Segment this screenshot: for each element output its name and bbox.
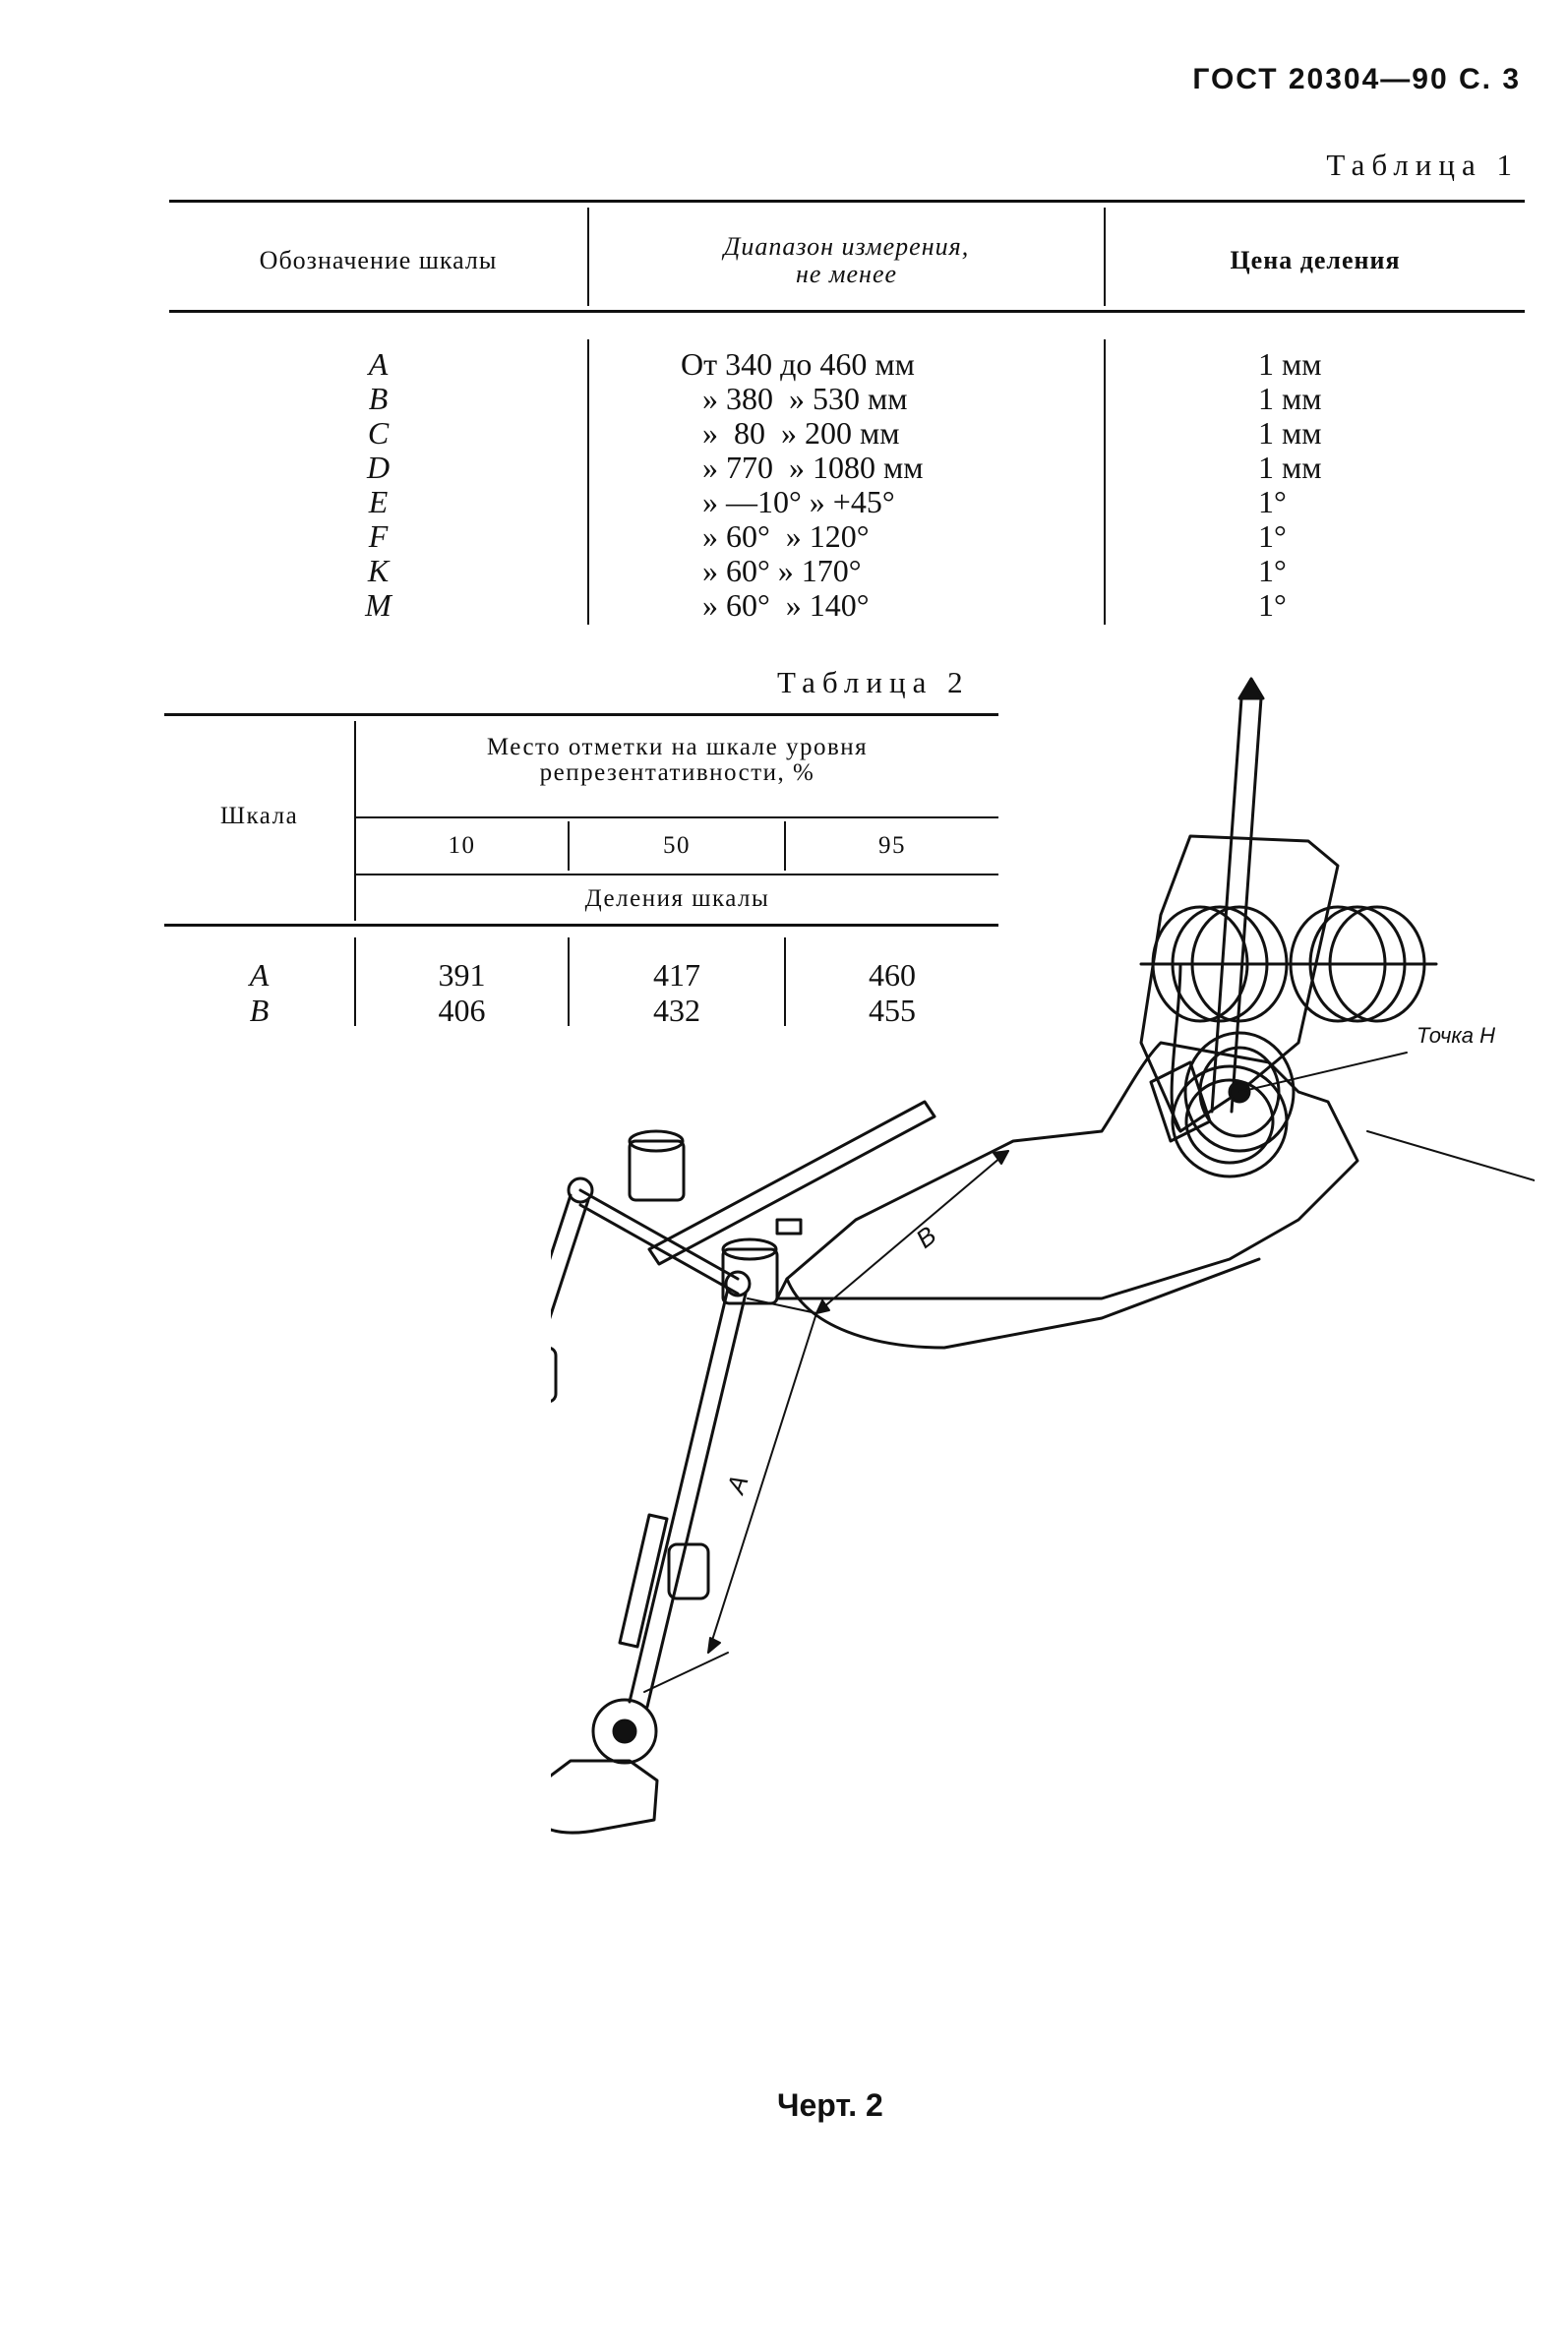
seat-weights	[628, 1129, 803, 1305]
scale-column: A B C D E F K M	[169, 347, 587, 623]
table2-value-cell: 455	[869, 993, 916, 1028]
table1-header-rule	[169, 310, 1525, 313]
division-cell: 1°	[1258, 553, 1287, 588]
division-cell: 1°	[1258, 484, 1287, 519]
figure-caption: Черт. 2	[777, 2087, 883, 2123]
table1: Обозначение шкалы Диапазон измерения, не…	[169, 200, 1525, 633]
division-cell: 1 мм	[1258, 450, 1322, 485]
level-header: 50	[663, 832, 691, 859]
table2-value-cell: 417	[653, 957, 700, 993]
point-h-label: Точка Н	[1417, 1023, 1495, 1048]
col-scale-header: Обозначение шкалы	[259, 246, 498, 274]
table2-scale-cell: B	[249, 993, 270, 1028]
seat-pan-lower-edge	[785, 1257, 1261, 1350]
range-cell: » 770 » 1080 мм	[702, 450, 924, 485]
range-cell: » 380 » 530 мм	[702, 381, 908, 416]
table2-top-rule	[164, 713, 998, 716]
table1-divider	[587, 208, 589, 306]
table2-caption: Таблица 2	[777, 665, 970, 699]
dimension-b-label: В	[910, 1220, 941, 1253]
page-header: ГОСТ 20304—90 С. 3	[1192, 63, 1521, 95]
division-cell: 1 мм	[1258, 415, 1322, 451]
seat-pan	[775, 1041, 1359, 1300]
knee-bar	[567, 1176, 752, 1297]
table2-value-cell: 391	[438, 957, 486, 993]
table2-scale-cell: A	[249, 957, 270, 993]
col-division-header: Цена деления	[1230, 246, 1401, 274]
manikin-drawing: Точка Н В А	[551, 677, 1535, 1835]
table1-divider	[1104, 208, 1106, 306]
range-cell: » —10° » +45°	[702, 484, 895, 519]
left-leg	[551, 1193, 590, 1404]
scale-cell: C	[367, 415, 390, 451]
divisions-header: Деления шкалы	[584, 885, 770, 912]
dimension-a	[643, 1312, 817, 1693]
table2-divider	[354, 937, 356, 1026]
range-cell: » 60° » 120°	[702, 518, 870, 554]
table2-divider	[568, 821, 570, 871]
dimension-a-label: А	[720, 1471, 754, 1498]
col-range-header: Диапазон измерения, не менее	[589, 233, 1104, 288]
table1-caption: Таблица 1	[1326, 148, 1519, 182]
range-cell: » 60° » 170°	[702, 553, 862, 588]
table2-group-header-line2: репрезентативности, %	[539, 759, 815, 786]
scale-cell: E	[368, 484, 389, 519]
scale-cell: K	[367, 553, 390, 588]
back-rollers	[1139, 905, 1438, 1023]
table1-top-rule	[169, 200, 1525, 203]
table2-value-cell: 406	[438, 993, 486, 1028]
table1-divider	[587, 339, 589, 625]
table2-value-cell: 432	[653, 993, 700, 1028]
table2-group-header-line1: Место отметки на шкале уровня	[486, 734, 869, 760]
hip-joint	[1149, 1031, 1296, 1178]
level-header: 10	[448, 832, 476, 859]
division-column: 1 мм 1 мм 1 мм 1 мм 1° 1° 1° 1°	[1258, 347, 1455, 623]
table2-inner-rule	[356, 874, 998, 875]
table2: Шкала Место отметки на шкале уровня репр…	[164, 713, 998, 1038]
scale-cell: M	[365, 587, 392, 623]
scale-cell: B	[368, 381, 389, 416]
table2-divider	[784, 821, 786, 871]
level-header: 95	[878, 832, 906, 859]
range-cell: » 80 » 200 мм	[702, 415, 900, 451]
table2-header-rule	[164, 924, 998, 927]
table2-divider	[568, 937, 570, 1026]
table1-divider	[1104, 339, 1106, 625]
table2-value-cell: 460	[869, 957, 916, 993]
col-range-header-line2: не менее	[795, 260, 898, 288]
seat-scale	[647, 1100, 936, 1266]
point-h-leader	[1238, 1052, 1408, 1093]
table2-divider	[784, 937, 786, 1026]
division-cell: 1°	[1258, 518, 1287, 554]
division-cell: 1 мм	[1258, 381, 1322, 416]
scale-cell: F	[368, 518, 389, 554]
range-column: От 340 до 460 мм » 380 » 530 мм » 80 » 2…	[681, 347, 1104, 623]
col-range-header-line1: Диапазон измерения,	[723, 232, 970, 261]
division-cell: 1°	[1258, 587, 1287, 623]
table2-inner-rule	[356, 816, 998, 818]
dimension-b	[747, 1130, 1535, 1314]
range-cell: » 60° » 140°	[702, 587, 870, 623]
scale-cell: A	[368, 346, 389, 382]
scale-cell: D	[366, 450, 391, 485]
right-leg	[551, 1287, 748, 1835]
table2-group-header: Место отметки на шкале уровня репрезента…	[356, 735, 998, 786]
division-cell: 1 мм	[1258, 346, 1322, 382]
probe-rod	[1210, 677, 1265, 1114]
range-cell: От 340 до 460 мм	[681, 346, 915, 382]
table2-divider	[354, 721, 356, 921]
table2-scale-header: Шкала	[219, 803, 299, 829]
back-shell-edge	[1170, 962, 1182, 1133]
